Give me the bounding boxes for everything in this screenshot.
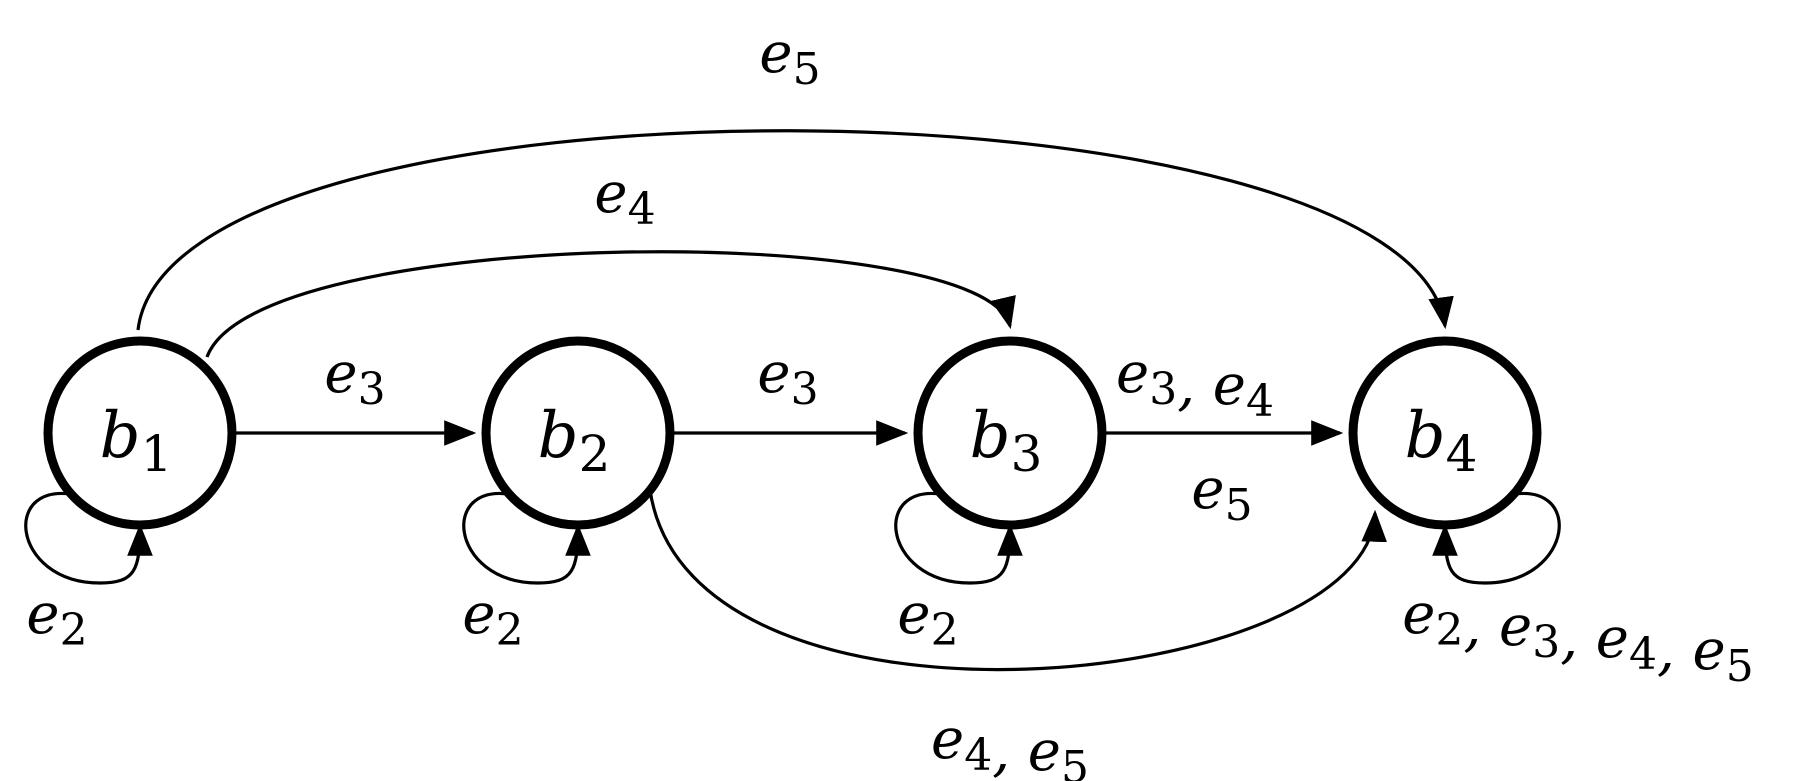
self-loop-b4-label: e2, e3, e4, e5: [1402, 582, 1753, 692]
self-loop-b2-arrow: [462, 492, 591, 585]
edge-b1-b4-label-subscript: 5: [793, 44, 821, 95]
self-loop-b4-label-symbol: e: [1693, 618, 1726, 683]
edge-b2-b4-arrow: [648, 489, 1387, 672]
edge-b1-b4-label-symbol: e: [759, 21, 792, 86]
edge-b2-b4-label-separator: ,: [992, 719, 1028, 781]
node-b2-symbol: b: [538, 399, 579, 473]
edge-b3-b4-label-secondary-symbol: e: [1191, 457, 1224, 522]
node-b3-label: b3: [970, 399, 1043, 483]
self-loop-b1-arrow: [24, 492, 153, 585]
self-loop-b4-label-separator: ,: [1657, 618, 1693, 683]
self-loop-b1-label-symbol: e: [26, 582, 59, 647]
self-loop-b3-label: e2: [897, 582, 958, 656]
self-loop-b2-label-subscript: 2: [496, 605, 524, 656]
edge-b1-b4-label: e5: [759, 21, 820, 95]
node-b3-subscript: 3: [1011, 425, 1043, 483]
edge-b2-b4-label-symbol: e: [931, 707, 964, 772]
edge-b2-b4-label-subscript: 5: [1061, 742, 1089, 781]
node-b2: [481, 336, 675, 530]
self-loop-b3-arrow: [894, 492, 1023, 585]
self-loop-b4-label-subscript: 4: [1629, 629, 1657, 680]
edge-b1-b4-arrow: [136, 129, 1454, 331]
self-loop-b4-label-subscript: 2: [1435, 605, 1463, 656]
edge-b2-b4-label-symbol: e: [1028, 719, 1061, 781]
edge-b3-b4-label-subscript: 3: [1149, 364, 1177, 415]
edges-layer: [24, 129, 1561, 672]
self-loop-b2-label-symbol: e: [462, 582, 495, 647]
edge-b1-b2-label-symbol: e: [324, 341, 357, 406]
node-b4-label: b4: [1405, 399, 1478, 483]
node-b4: [1348, 336, 1542, 530]
node-b2-label: b2: [538, 399, 611, 483]
self-loop-b4-label-separator: ,: [1463, 594, 1499, 659]
edge-b3-b4-label-symbol: e: [1116, 341, 1149, 406]
edge-b2-b3-label-symbol: e: [757, 341, 790, 406]
self-loop-b4-label-separator: ,: [1560, 606, 1596, 671]
edge-b2-b3-label-subscript: 3: [791, 364, 819, 415]
self-loop-b4-label-subscript: 3: [1532, 617, 1560, 668]
edge-b1-b3-label-symbol: e: [594, 161, 627, 226]
edge-b1-b2-label: e3: [324, 341, 385, 415]
edge-b2-b4-label-subscript: 4: [964, 730, 992, 781]
edge-b2-b4-label: e4, e5: [931, 707, 1089, 781]
self-loop-b4-label-symbol: e: [1499, 594, 1532, 659]
node-b1-subscript: 1: [141, 425, 173, 483]
node-b3: [913, 336, 1107, 530]
self-loop-b4-label-symbol: e: [1596, 606, 1629, 671]
edge-b1-b3-arrow: [205, 250, 1016, 358]
edge-b3-b4-label-symbol: e: [1213, 353, 1246, 418]
edge-b1-b2-label-subscript: 3: [358, 364, 386, 415]
edge-b3-b4-label-secondary-subscript: 5: [1225, 480, 1253, 531]
self-loop-b4-label-symbol: e: [1402, 582, 1435, 647]
edge-b3-b4-label: e3, e4: [1116, 341, 1274, 427]
node-b1: [43, 336, 237, 530]
node-b3-symbol: b: [970, 399, 1011, 473]
node-b1-label: b1: [100, 399, 173, 483]
self-loop-b2-label: e2: [462, 582, 523, 656]
edge-b2-b3-label: e3: [757, 341, 818, 415]
self-loop-b1-label-subscript: 2: [60, 605, 88, 656]
self-loop-b3-label-symbol: e: [897, 582, 930, 647]
self-loop-b4-arrow: [1432, 492, 1561, 585]
edge-b3-b4-label-subscript: 4: [1246, 376, 1274, 427]
edge-b1-b3-label: e4: [594, 161, 655, 235]
self-loop-b1-label: e2: [26, 582, 87, 656]
edge-b3-b4-label-separator: ,: [1177, 353, 1213, 418]
self-loop-b3-label-subscript: 2: [931, 605, 959, 656]
self-loop-b4-label-subscript: 5: [1726, 641, 1754, 692]
node-b1-symbol: b: [100, 399, 141, 473]
edge-b1-b3-label-subscript: 4: [628, 184, 656, 235]
node-b2-subscript: 2: [579, 425, 611, 483]
edge-b3-b4-label-secondary: e5: [1191, 457, 1252, 531]
node-b4-symbol: b: [1405, 399, 1446, 473]
node-b4-subscript: 4: [1446, 425, 1478, 483]
